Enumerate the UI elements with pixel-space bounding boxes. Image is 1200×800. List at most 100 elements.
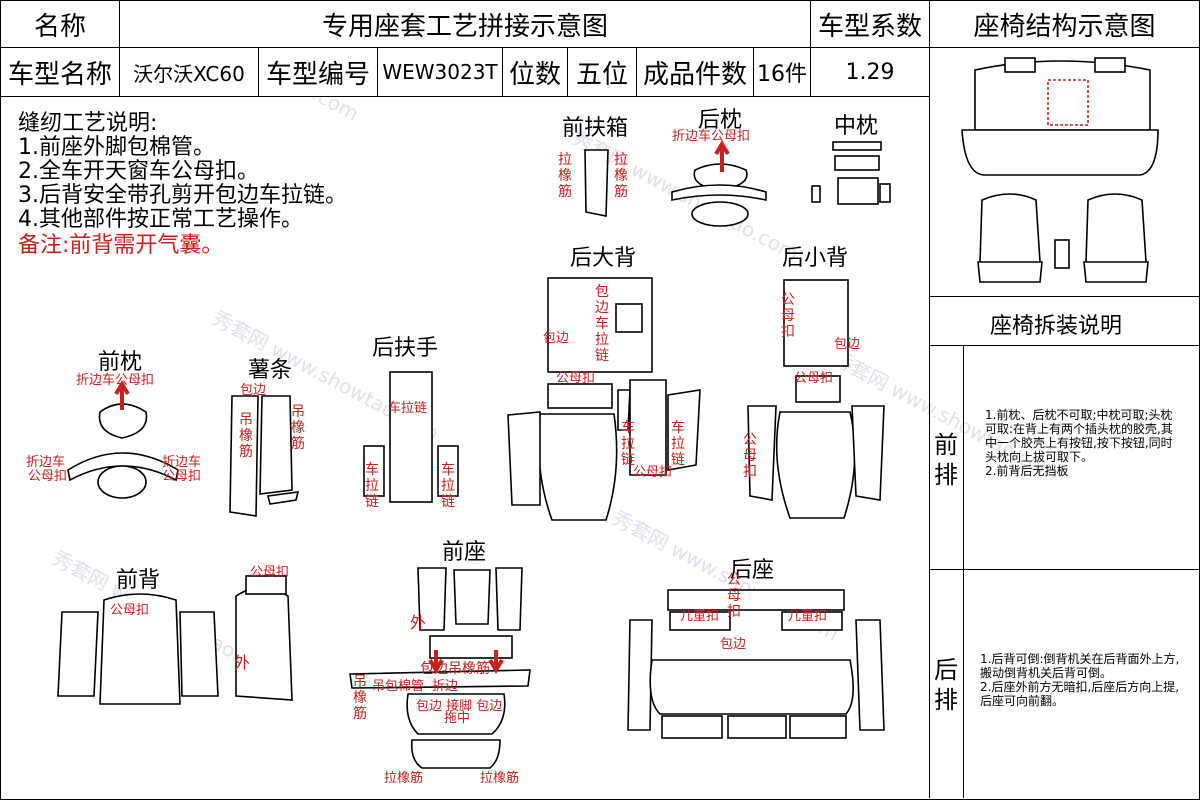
strip-piece	[267, 491, 300, 505]
seats-label: 位数	[502, 47, 568, 97]
seat-structure-front	[977, 193, 1149, 283]
rear-seat-piece	[627, 619, 653, 731]
front-seat-piece	[417, 567, 447, 631]
divider	[929, 569, 1200, 570]
rear-seat-piece	[667, 589, 845, 611]
pieces-label: 成品件数	[636, 47, 754, 97]
model-no: WEW3023T	[377, 47, 503, 97]
annotation: 儿童扣	[680, 609, 720, 624]
part-title: 后枕	[698, 108, 743, 133]
annotation: 公母扣	[633, 465, 673, 480]
right-panel	[929, 47, 1200, 798]
part-title: 前扶箱	[562, 116, 629, 141]
down-arrow-icon	[488, 650, 504, 674]
mid-pillow-piece	[879, 183, 891, 203]
rear-big-back-piece	[507, 411, 541, 506]
front-seat-piece	[495, 567, 523, 631]
structure-title: 座椅结构示意图	[929, 0, 1200, 48]
part-title: 后大背	[570, 246, 637, 271]
mid-pillow-piece	[811, 185, 821, 203]
annotation: 外	[234, 653, 251, 672]
annotation: 公母扣	[162, 469, 202, 484]
annotation: 公母扣	[727, 572, 741, 620]
annotation: 包边	[720, 637, 747, 652]
annotation: 车拉链	[621, 420, 635, 468]
disassembly-header	[929, 296, 1200, 346]
mid-pillow-piece	[837, 177, 879, 205]
front-seat-piece	[453, 569, 491, 625]
note-item: 3.后背安全带孔剪开包边车拉链。	[18, 183, 347, 208]
annotation: 拉橡筋	[480, 771, 520, 786]
annotation: 车拉链	[441, 462, 455, 510]
rear-small-back-piece	[795, 375, 841, 403]
model-no-label: 车型编号	[258, 47, 378, 97]
up-arrow-icon	[114, 380, 130, 410]
part-title: 前枕	[98, 350, 143, 375]
rear-small-back-piece	[783, 279, 849, 367]
rear-pillow-piece	[671, 184, 767, 201]
coef-label: 车型系数	[810, 0, 930, 48]
rear-armrest-piece	[437, 445, 459, 497]
front-back-piece	[245, 575, 287, 595]
annotation: 公母扣	[28, 469, 68, 484]
sewing-notes: 缝纫工艺说明: 1.前座外脚包棉管。 2.全车开天窗车公母扣。 3.后背安全带孔…	[18, 112, 347, 258]
annotation: 车拉链	[388, 401, 428, 416]
coef-value: 1.29	[810, 47, 930, 97]
pieces-value: 16件	[753, 47, 811, 97]
annotation: 吊橡筋	[353, 674, 367, 722]
rear-seat-piece	[789, 715, 847, 739]
annotation: 拉橡筋	[384, 771, 424, 786]
annotation: 车拉链	[365, 462, 379, 510]
rear-big-back-piece	[667, 389, 701, 471]
rear-seat-piece	[649, 659, 854, 715]
annotation: 折边车	[26, 455, 66, 470]
down-arrow-icon	[428, 650, 444, 674]
front-back-piece	[179, 611, 219, 697]
annotation: 包边 接脚 包边	[416, 699, 503, 714]
rear-big-back-piece	[617, 389, 631, 431]
annotation: 公母扣	[781, 292, 795, 340]
annotation: 外	[410, 613, 427, 632]
rear-seat-piece	[781, 611, 843, 631]
up-arrow-icon	[714, 140, 730, 172]
annotation: 包边	[543, 331, 570, 346]
mid-pillow-piece	[832, 141, 882, 151]
part-title: 后小背	[782, 246, 849, 271]
strip-piece	[229, 395, 259, 517]
part-title: 前座	[442, 540, 487, 565]
model-name: 沃尔沃XC60	[119, 47, 259, 97]
annotation: 折边车公母扣	[76, 373, 155, 388]
annotation: 吊橡筋	[291, 404, 305, 452]
annotation: 公母扣	[743, 432, 757, 480]
annotation: 吊包棉管	[372, 679, 425, 694]
annotation: 包边车拉链	[595, 284, 609, 364]
front-back-piece	[235, 587, 293, 701]
rear-pillow-piece	[691, 201, 749, 227]
front-pillow-piece	[67, 452, 179, 482]
seat-structure-rear	[961, 57, 1159, 176]
annotation: 儿童扣	[788, 609, 828, 624]
front-row-instructions: 1.前枕、后枕不可取;中枕可取;头枕可取:在背上有两个插头枕的胶壳,其中一个胶壳…	[985, 408, 1173, 478]
note-item: 4.其他部件按正常工艺操作。	[18, 207, 303, 232]
part-title: 中枕	[834, 114, 879, 139]
note-item: 1.前座外脚包棉管。	[18, 135, 215, 160]
rear-seat-piece	[661, 715, 723, 739]
front-seat-piece	[349, 669, 531, 689]
rear-small-back-piece	[851, 405, 885, 501]
annotation: 公母扣	[794, 371, 834, 386]
front-seat-piece	[429, 635, 513, 659]
annotation: 包边	[834, 337, 861, 352]
rear-armrest-piece	[363, 445, 385, 497]
annotation: 拖中	[444, 711, 471, 726]
front-pillow-piece	[97, 465, 147, 499]
part-title: 后座	[730, 558, 775, 583]
front-back-piece	[99, 593, 181, 705]
rear-row-label: 后排	[934, 656, 958, 714]
rear-small-back-piece	[775, 411, 856, 519]
front-row-label: 前排	[934, 431, 958, 489]
part-title: 薯条	[248, 358, 293, 383]
remark: 备注:前背需开气囊。	[18, 233, 224, 258]
annotation: 折边车	[162, 455, 202, 470]
annotation: 车拉链	[671, 420, 685, 468]
notes-heading: 缝纫工艺说明:	[18, 111, 158, 136]
